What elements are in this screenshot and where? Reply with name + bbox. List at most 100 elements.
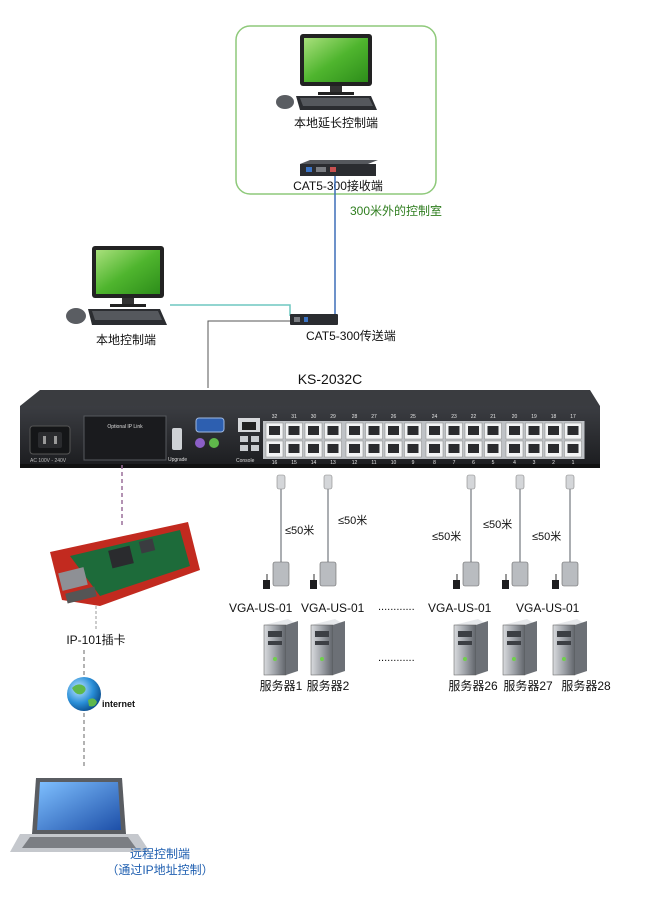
rj45-socket (548, 426, 559, 435)
server-side (476, 621, 488, 675)
adapter-label: VGA-US-01 (229, 601, 293, 615)
server-drive-bay (507, 641, 521, 645)
rj45-socket (448, 444, 460, 453)
distance-label: ≤50米 (483, 518, 512, 531)
rj45-socket (468, 426, 479, 435)
vga-port (195, 417, 225, 448)
port-number-top: 19 (531, 414, 537, 420)
ip-card-label: IP-101插卡 (66, 633, 125, 647)
port-number-bottom: 2 (552, 460, 555, 466)
rj45-socket (487, 426, 499, 435)
rj45-socket (567, 426, 579, 435)
remote-console-label: 远程控制端 (130, 846, 190, 861)
local-keyboard (66, 308, 167, 325)
port-number-top: 17 (570, 414, 576, 420)
server-power-led (320, 657, 324, 661)
port-number-top: 25 (410, 414, 416, 420)
internet-label: internet (102, 699, 135, 709)
rj45-socket (448, 426, 460, 435)
upgrade-label: Upgrade (168, 457, 187, 463)
rj45-socket (388, 426, 399, 435)
port-number-bottom: 14 (311, 460, 317, 466)
vga-us-adapter (462, 561, 480, 587)
server-drive-bay (458, 641, 472, 645)
server-drive-bay (315, 641, 329, 645)
port-number-top: 28 (352, 414, 358, 420)
server-dots: ............ (378, 652, 415, 664)
usb-plug (310, 580, 317, 589)
vga-us-adapter (511, 561, 529, 587)
local-console-label: 本地控制端 (96, 333, 156, 347)
receiver-label: CAT5-300接收端 (293, 178, 383, 193)
rj45-socket (269, 444, 280, 453)
vga-us-adapter (272, 561, 290, 587)
ip-card (50, 522, 200, 606)
port-number-top: 22 (471, 414, 477, 420)
extended-keyboard (276, 95, 377, 110)
console-link (207, 320, 290, 388)
port-number-top: 21 (490, 414, 496, 420)
console-rj45 (238, 418, 260, 451)
local-monitor (92, 246, 164, 307)
rj45-socket (567, 444, 579, 453)
server-power-led (463, 657, 467, 661)
adapter-label: VGA-US-01 (301, 601, 365, 615)
server-drive-bay (557, 631, 571, 637)
port-number-top: 27 (371, 414, 377, 420)
rj45-socket (407, 426, 419, 435)
server-side (286, 621, 298, 675)
rj45-socket (388, 444, 399, 453)
server-power-led (512, 657, 516, 661)
adapter-label: VGA-US-01 (516, 601, 580, 615)
port-number-top: 26 (391, 414, 397, 420)
extended-monitor (300, 34, 372, 95)
distance-label: ≤50米 (532, 530, 561, 543)
vga-us-adapter (561, 561, 579, 587)
local-extended-console-label: 本地延长控制端 (294, 116, 378, 130)
vga-us-adapter (319, 561, 337, 587)
server-port-array (263, 421, 585, 459)
rj45-socket (407, 444, 419, 453)
port-number-top: 29 (330, 414, 336, 420)
rj45-socket (308, 444, 319, 453)
rj45-socket (429, 426, 440, 435)
server-power-led (562, 657, 566, 661)
distance-label: ≤50米 (432, 530, 461, 543)
rj45-socket (327, 444, 339, 453)
rj45-socket (349, 444, 360, 453)
port-number-bottom: 15 (291, 460, 297, 466)
receiver-device (300, 160, 378, 176)
server-side (333, 621, 345, 675)
port-number-top: 20 (512, 414, 518, 420)
server-label: 服务器26 (448, 678, 498, 693)
rj45-socket (509, 426, 520, 435)
port-number-bottom: 1 (572, 460, 575, 466)
rj45-plug (323, 474, 333, 490)
rj45-plug (466, 474, 476, 490)
server-drive-bay (268, 641, 282, 645)
remote-laptop (10, 778, 150, 852)
rj45-socket (509, 444, 520, 453)
port-number-bottom: 7 (453, 460, 456, 466)
switch-model-label: KS-2032C (298, 371, 363, 387)
usb-plug (453, 580, 460, 589)
console-label: Console (236, 458, 255, 464)
server-chains: ≤50米VGA-US-01服务器1≤50米VGA-US-01服务器2≤50米VG… (229, 474, 611, 693)
transmitter-label: CAT5-300传送端 (306, 328, 396, 343)
rj45-socket (269, 426, 280, 435)
port-number-top: 32 (272, 414, 278, 420)
port-number-bottom: 3 (533, 460, 536, 466)
rj45-socket (288, 444, 300, 453)
rj45-socket (349, 426, 360, 435)
remote-console-note: （通过IP地址控制） (106, 863, 213, 877)
port-number-bottom: 8 (433, 460, 436, 466)
rj45-socket (528, 426, 540, 435)
port-number-top: 23 (451, 414, 457, 420)
